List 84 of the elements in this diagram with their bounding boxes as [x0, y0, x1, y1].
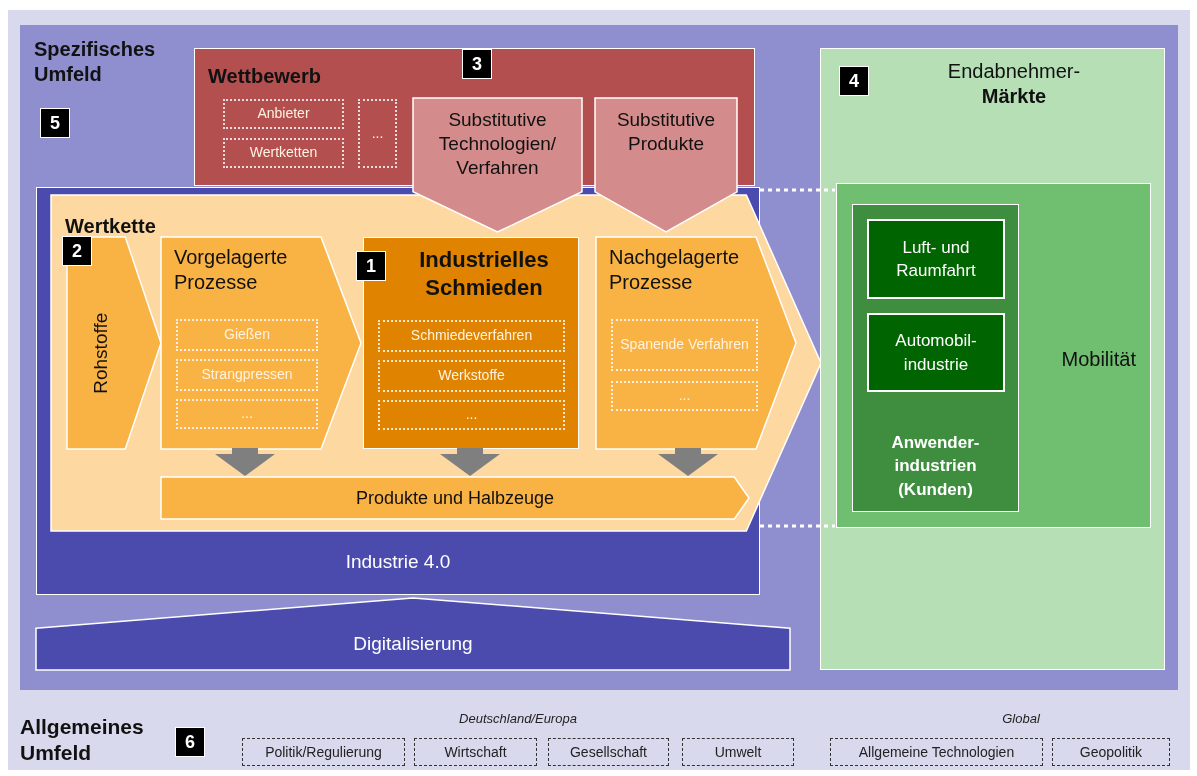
block-arrow	[440, 448, 500, 476]
box-label: Spanende Verfahren	[620, 336, 749, 354]
box-title: Mobilität	[1061, 347, 1136, 372]
box-title: Anwender- industrien (Kunden)	[890, 431, 981, 501]
box-label: Automobil- industrie	[894, 330, 978, 376]
industry-box	[867, 219, 1005, 299]
output-band	[161, 477, 749, 519]
box-label: Produkte und Halbzeuge	[355, 486, 555, 510]
box-label: ...	[241, 405, 253, 423]
box-label: Strangpressen	[201, 366, 293, 384]
box-label: Geopolitik	[1079, 742, 1143, 762]
dotted-box	[176, 359, 318, 391]
region-label: Deutschland/Europa	[459, 710, 577, 728]
number-badge	[62, 236, 92, 266]
box-label: Luft- und Raumfahrt	[895, 236, 977, 282]
badge-number: 1	[366, 254, 376, 278]
dotted-box	[223, 138, 344, 168]
group-box	[836, 183, 1151, 528]
box-label: Politik/Regulierung	[265, 742, 382, 762]
box-label: Substitutive Technologien/ Verfahren	[437, 108, 558, 180]
panel-title: Wertkette	[65, 214, 156, 239]
box-label: ...	[678, 387, 691, 405]
number-badge	[175, 727, 205, 757]
dotted-box	[548, 738, 669, 766]
box-title: Nachgelagerte Prozesse	[609, 245, 741, 295]
box-title: Vorgelagerte Prozesse	[174, 245, 289, 295]
number-badge	[462, 49, 492, 79]
dotted-box	[176, 319, 318, 351]
box-label: Schmiedeverfahren	[410, 327, 533, 345]
box-label: Wirtschaft	[444, 742, 507, 762]
dotted-line	[760, 188, 835, 192]
dotted-box	[1052, 738, 1170, 766]
dotted-box	[611, 381, 758, 411]
panel-title: Spezifisches Umfeld	[34, 37, 157, 87]
dotted-box	[358, 99, 397, 168]
box-label: Wertketten	[249, 144, 318, 162]
pentagon-box	[595, 98, 737, 232]
box-label: Anbieter	[257, 105, 310, 123]
box-label: Gießen	[224, 326, 270, 344]
panel-title: Industrie 4.0	[345, 549, 451, 574]
number-badge	[40, 108, 70, 138]
block-arrow	[658, 448, 718, 476]
pentagon-box	[413, 98, 582, 232]
box-label: Gesellschaft	[569, 742, 647, 762]
number-badge	[356, 251, 386, 281]
panel-title: Wettbewerb	[208, 64, 321, 89]
dotted-box	[682, 738, 794, 766]
dotted-box	[611, 319, 758, 371]
box-label: Substitutive Produkte	[615, 108, 717, 156]
block-arrow	[215, 448, 275, 476]
panel	[820, 48, 1165, 670]
dotted-box	[176, 399, 318, 429]
box-label: Allgemeine Technologien	[858, 742, 1015, 762]
process-box	[363, 237, 579, 449]
badge-number: 2	[72, 239, 82, 263]
panel-title: Allgemeines Umfeld	[20, 714, 145, 767]
industry-box	[867, 313, 1005, 392]
badge-number: 5	[50, 111, 60, 135]
number-badge	[839, 66, 869, 96]
dotted-box	[378, 400, 565, 430]
band-label: Digitalisierung	[353, 631, 473, 656]
box-label: Werkstoffe	[438, 367, 505, 385]
box-label: Umwelt	[714, 742, 762, 762]
dotted-box	[414, 738, 537, 766]
trapezoid-band	[36, 598, 790, 670]
value-chain-band	[51, 195, 821, 531]
box-label: ...	[465, 406, 478, 424]
dotted-box	[378, 320, 565, 352]
panel-title: Endabnehmer- Märkte	[946, 59, 1082, 109]
badge-number: 6	[185, 730, 195, 754]
dotted-box	[378, 360, 565, 392]
dotted-line	[760, 524, 835, 528]
process-step	[67, 237, 161, 449]
dotted-box	[242, 738, 405, 766]
box-label: ...	[371, 124, 384, 143]
rotated-label: Rohstoffe	[88, 312, 112, 394]
group-box	[852, 204, 1019, 512]
dotted-box	[830, 738, 1043, 766]
badge-number: 3	[472, 52, 482, 76]
process-step	[596, 237, 796, 449]
dotted-box	[223, 99, 344, 129]
region-label: Global	[1002, 710, 1040, 728]
box-title: Industrielles Schmieden	[418, 246, 550, 301]
badge-number: 4	[849, 69, 859, 93]
